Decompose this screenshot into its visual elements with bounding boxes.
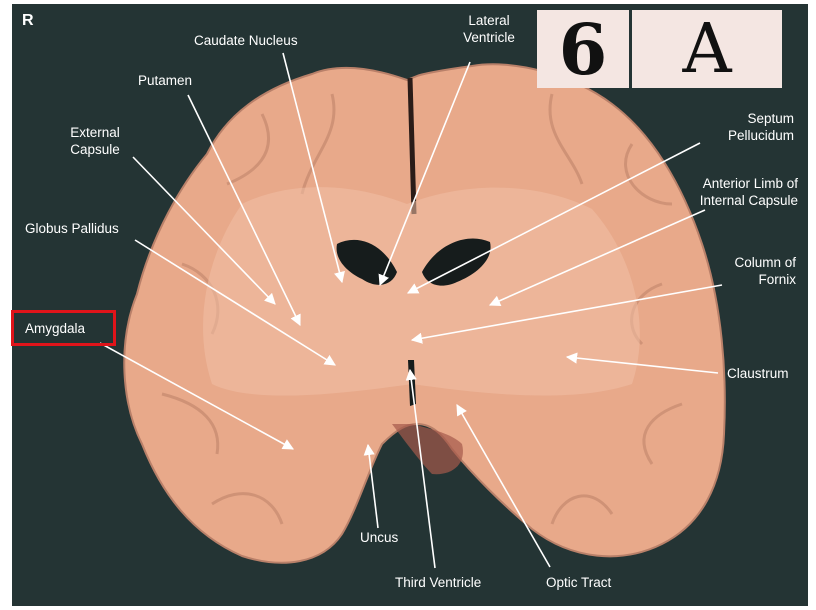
- arrow-globus-pallidus: [134, 239, 336, 366]
- label-lateral-ventricle: Lateral Ventricle: [452, 12, 526, 46]
- arrow-third-ventricle: [405, 368, 436, 569]
- arrow-anterior-limb: [488, 209, 706, 307]
- specimen-card-letter: A: [632, 10, 782, 89]
- label-putamen: Putamen: [138, 73, 193, 88]
- label-amygdala: Amygdala: [25, 321, 86, 336]
- label-septum-line2: Pellucidum: [727, 128, 794, 143]
- arrow-amygdala: [99, 342, 294, 450]
- arrow-putamen: [187, 94, 301, 327]
- label-fornix-line1: Column of: [734, 255, 796, 270]
- arrow-external-capsule: [132, 156, 276, 305]
- label-external-capsule-line1: External: [70, 125, 120, 140]
- label-claustrum: Claustrum: [727, 366, 789, 381]
- label-globus-pallidus: Globus Pallidus: [25, 221, 119, 236]
- arrow-uncus: [363, 443, 379, 529]
- label-anterior-limb-line1: Anterior Limb of: [702, 176, 798, 191]
- label-caudate-nucleus: Caudate Nucleus: [194, 33, 298, 48]
- label-uncus: Uncus: [360, 530, 399, 545]
- label-septum-pellucidum: Septum Pellucidum: [690, 110, 794, 144]
- arrow-claustrum: [565, 352, 719, 374]
- label-optic-tract: Optic Tract: [546, 575, 612, 590]
- label-lateral-ventricle-line2: Ventricle: [463, 30, 515, 45]
- label-anterior-limb: Anterior Limb of Internal Capsule: [660, 175, 798, 209]
- label-column-of-fornix: Column of Fornix: [700, 254, 796, 288]
- label-septum-line1: Septum: [747, 111, 794, 126]
- label-fornix-line2: Fornix: [758, 272, 796, 287]
- arrow-caudate: [282, 52, 345, 284]
- arrow-septum: [407, 142, 701, 294]
- label-external-capsule: External Capsule: [62, 124, 128, 158]
- label-third-ventricle: Third Ventricle: [395, 575, 482, 590]
- label-external-capsule-line2: Capsule: [70, 142, 120, 157]
- arrow-lateral-ventricle: [378, 61, 471, 287]
- specimen-card-number: 6: [537, 8, 629, 91]
- arrow-optic-tract: [456, 404, 551, 568]
- arrow-fornix: [410, 284, 723, 344]
- side-marker: R: [22, 12, 34, 29]
- label-anterior-limb-line2: Internal Capsule: [699, 193, 798, 208]
- label-lateral-ventricle-line1: Lateral: [468, 13, 510, 28]
- amygdala-highlight-box: [11, 310, 116, 346]
